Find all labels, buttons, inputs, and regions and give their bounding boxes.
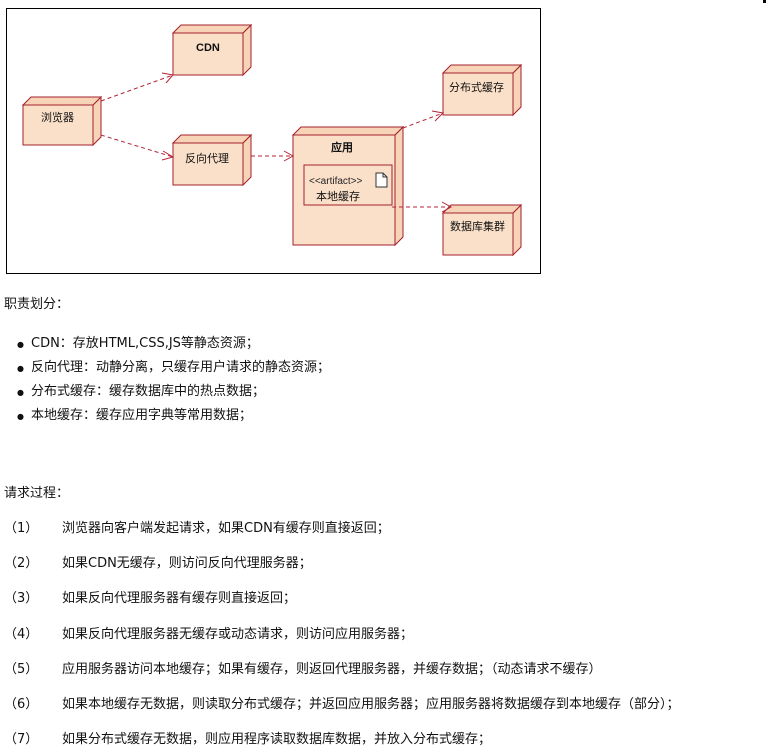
document-icon xyxy=(375,172,388,188)
artifact-local-cache-label: 本地缓存 xyxy=(316,189,360,203)
process-step: （3）如果反向代理服务器有缓存则直接返回； xyxy=(4,591,297,606)
edge-app-distributed-cache xyxy=(402,110,445,129)
node-db-cluster-label: 数据库集群 xyxy=(450,219,505,233)
node-app: 应用 <<artifact>> 本地缓存 xyxy=(291,125,405,247)
edge-browser-cdn xyxy=(100,72,174,102)
process-step: （1）浏览器向客户端发起请求，如果CDN有缓存则直接返回； xyxy=(4,521,390,536)
process-title: 请求过程： xyxy=(4,486,70,501)
list-item: CDN：存放HTML,CSS,JS等静态资源； xyxy=(17,336,259,353)
list-item: 分布式缓存：缓存数据库中的热点数据； xyxy=(17,384,265,401)
node-browser: 浏览器 xyxy=(21,95,103,147)
process-step: （6）如果本地缓存无数据，则读取分布式缓存；并返回应用服务器；应用服务器将数据缓… xyxy=(4,697,680,712)
node-browser-label: 浏览器 xyxy=(41,110,74,124)
edge-artifact-db xyxy=(392,201,453,213)
deployment-diagram: 浏览器 CDN 反向代理 应用 <<artifact>> xyxy=(6,8,541,274)
node-distributed-cache: 分布式缓存 xyxy=(441,63,523,117)
diagram-canvas: 浏览器 CDN 反向代理 应用 <<artifact>> xyxy=(21,23,523,257)
corner-dot xyxy=(763,0,766,3)
process-step: （2）如果CDN无缓存，则访问反向代理服务器； xyxy=(4,556,312,571)
node-cdn-label: CDN xyxy=(196,42,220,54)
node-reverse-proxy: 反向代理 xyxy=(171,133,253,187)
edge-browser-proxy xyxy=(100,134,175,161)
artifact-stereotype: <<artifact>> xyxy=(309,176,363,187)
node-reverse-proxy-label: 反向代理 xyxy=(185,151,229,165)
node-app-label: 应用 xyxy=(331,140,353,154)
edge-proxy-app xyxy=(251,150,295,162)
node-db-cluster: 数据库集群 xyxy=(441,203,523,257)
node-distributed-cache-label: 分布式缓存 xyxy=(449,80,504,94)
process-step: （5）应用服务器访问本地缓存；如果有缓存，则返回代理服务器，并缓存数据；（动态请… xyxy=(4,662,602,677)
duties-title: 职责划分： xyxy=(4,297,70,312)
process-step: （4）如果反向代理服务器无缓存或动态请求，则访问应用服务器； xyxy=(4,627,414,642)
list-item: 反向代理：动静分离，只缓存用户请求的静态资源； xyxy=(17,360,330,377)
process-step: （7）如果分布式缓存无数据，则应用程序读取数据库数据，并放入分布式缓存； xyxy=(4,732,492,747)
node-cdn: CDN xyxy=(171,23,253,77)
list-item: 本地缓存：缓存应用字典等常用数据； xyxy=(17,408,252,425)
